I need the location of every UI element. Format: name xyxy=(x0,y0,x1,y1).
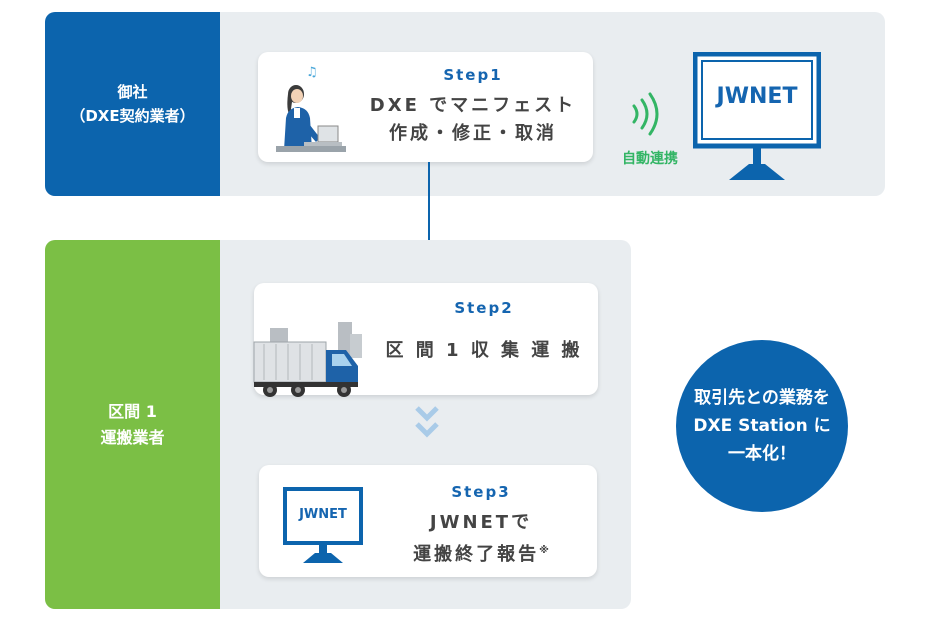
step2-body: 区 間 1 収 集 運 搬 xyxy=(374,337,594,365)
section1-label-line1: 御社 xyxy=(117,83,148,101)
step2-line1: 区 間 1 収 集 運 搬 xyxy=(385,340,583,361)
jwnet-monitor: JWNET xyxy=(693,52,821,192)
step3-line2: 運搬終了報告※ xyxy=(371,537,591,569)
step1-title: Step1 xyxy=(443,66,503,84)
step3-card: JWNET Step3 JWNETで 運搬終了報告※ xyxy=(259,465,597,577)
step2-title: Step2 xyxy=(454,299,514,317)
auto-link-label: 自動連携 xyxy=(622,151,678,167)
section1-label: 御社 （DXE契約業者） xyxy=(45,12,220,196)
callout-line1: 取引先との業務を xyxy=(694,388,830,408)
section2-label: 区間 1 運搬業者 xyxy=(45,240,220,609)
step1-body: DXE でマニフェスト 作成・修正・取消 xyxy=(363,92,583,148)
section2-label-line2: 運搬業者 xyxy=(100,427,165,447)
truck-icon xyxy=(253,322,362,397)
callout-line3: 一本化！ xyxy=(728,444,796,464)
jwnet-monitor-text: JWNET xyxy=(716,84,798,109)
callout-line2: DXE Station に xyxy=(693,416,831,436)
wireless-signal-icon xyxy=(632,92,659,136)
step3-body: JWNETで 運搬終了報告※ xyxy=(371,509,591,569)
step3-line1: JWNETで xyxy=(429,512,533,533)
svg-text:♫: ♫ xyxy=(306,65,318,80)
callout-circle: 取引先との業務を DXE Station に 一本化！ xyxy=(676,340,848,512)
double-chevron-down-icon xyxy=(415,406,439,438)
step3-title: Step3 xyxy=(451,483,511,501)
step1-card: ♫ Step1 DXE でマニフェスト 作成・修正・取消 xyxy=(258,52,593,162)
step3-line2-text: 運搬終了報告 xyxy=(413,544,540,565)
monitor-icon xyxy=(283,487,363,563)
monitor-icon xyxy=(693,52,821,180)
section2-label-line1: 区間 1 xyxy=(108,401,157,421)
step3-note-mark: ※ xyxy=(539,545,549,556)
section1-label-line2: （DXE契約業者） xyxy=(70,107,195,125)
step3-monitor: JWNET xyxy=(283,487,363,565)
step3-monitor-text: JWNET xyxy=(299,507,347,522)
step1-line2: 作成・修正・取消 xyxy=(389,123,557,144)
person-at-computer-icon: ♫ xyxy=(276,65,346,152)
step1-line1: DXE でマニフェスト xyxy=(369,95,577,116)
